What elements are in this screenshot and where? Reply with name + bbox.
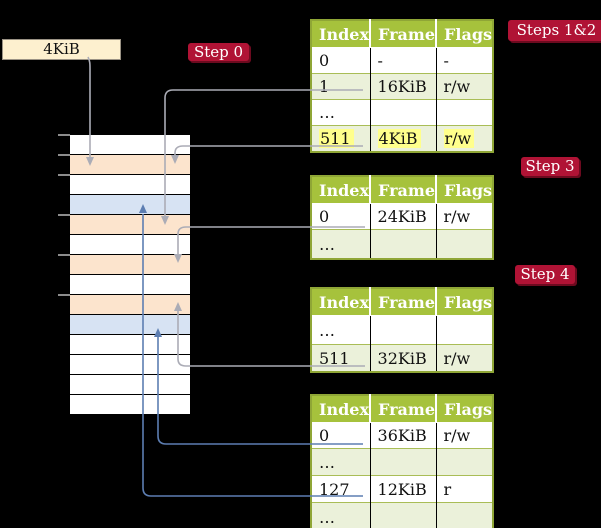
pte-flags-cell: - bbox=[435, 47, 494, 74]
pte-frame-cell bbox=[369, 448, 437, 476]
column-header-index: Index bbox=[311, 395, 371, 423]
column-header-frame: Frame bbox=[369, 288, 437, 316]
memory-frame-row-peach bbox=[70, 255, 190, 275]
column-header-flags: Flags bbox=[435, 20, 494, 48]
column-header-index: Index bbox=[311, 176, 371, 204]
pte-frame-cell: - bbox=[369, 47, 437, 74]
pte-flags-cell bbox=[435, 229, 494, 259]
pte-index-cell: … bbox=[311, 99, 371, 126]
pte-frame-cell bbox=[369, 315, 437, 345]
memory-frame-row-white bbox=[70, 395, 190, 415]
column-header-frame: Frame bbox=[369, 20, 437, 48]
pte-row: … bbox=[311, 448, 494, 476]
column-header-flags: Flags bbox=[435, 288, 494, 316]
badge-step-3: Step 3 bbox=[521, 157, 579, 176]
column-header-frame: Frame bbox=[369, 395, 437, 423]
pte-flags-cell bbox=[435, 315, 494, 345]
badge-step-4: Step 4 bbox=[515, 265, 575, 284]
pte-flags-cell bbox=[435, 99, 494, 126]
memory-frame-row-white bbox=[70, 175, 190, 195]
pte-flags-cell bbox=[435, 448, 494, 476]
memory-tick bbox=[58, 214, 70, 216]
memory-frame-row-peach bbox=[70, 295, 190, 315]
memory-frame-row-white bbox=[70, 275, 190, 295]
highlighted-value: 511 bbox=[319, 129, 354, 148]
physical-memory-column bbox=[70, 134, 190, 415]
memory-tick bbox=[58, 154, 70, 156]
pte-row: 0-- bbox=[311, 47, 494, 74]
badge-steps-1-2: Steps 1&2 bbox=[508, 20, 601, 41]
pte-index-cell: 127 bbox=[311, 475, 371, 503]
pte-index-cell: … bbox=[311, 315, 371, 345]
memory-frame-row-white bbox=[70, 135, 190, 155]
memory-frame-row-white bbox=[70, 355, 190, 375]
pte-index-cell: … bbox=[311, 502, 371, 528]
memory-frame-row-peach bbox=[70, 215, 190, 235]
pte-row: … bbox=[311, 229, 494, 259]
pte-frame-cell: 36KiB bbox=[369, 422, 437, 449]
pte-row: … bbox=[311, 502, 494, 528]
pte-frame-cell: 12KiB bbox=[369, 475, 437, 503]
column-header-flags: Flags bbox=[435, 176, 494, 204]
pte-index-cell: 1 bbox=[311, 73, 371, 100]
highlighted-value: r/w bbox=[443, 129, 475, 148]
memory-frame-row-blue bbox=[70, 195, 190, 215]
pte-index-cell: … bbox=[311, 229, 371, 259]
column-header-flags: Flags bbox=[435, 395, 494, 423]
memory-frame-row-blue bbox=[70, 315, 190, 335]
pte-frame-cell: 4KiB bbox=[369, 125, 437, 152]
pte-flags-cell: r/w bbox=[435, 203, 494, 230]
memory-frame-row-white bbox=[70, 335, 190, 355]
pte-row: … bbox=[311, 315, 494, 345]
memory-frame-row-white bbox=[70, 235, 190, 255]
page-size-label: 4KiB bbox=[2, 39, 121, 60]
badge-step-0: Step 0 bbox=[188, 43, 249, 61]
pte-index-cell: 0 bbox=[311, 422, 371, 449]
pte-frame-cell: 16KiB bbox=[369, 73, 437, 100]
memory-tick bbox=[58, 174, 70, 176]
pte-index-cell: 511 bbox=[311, 125, 371, 152]
column-header-index: Index bbox=[311, 288, 371, 316]
memory-tick bbox=[58, 294, 70, 296]
highlighted-value: 4KiB bbox=[377, 129, 421, 148]
pte-flags-cell: r bbox=[435, 475, 494, 503]
column-header-frame: Frame bbox=[369, 176, 437, 204]
memory-frame-row-peach bbox=[70, 155, 190, 175]
pte-frame-cell bbox=[369, 229, 437, 259]
pte-flags-cell: r/w bbox=[435, 73, 494, 100]
pte-row: 511 4KiB r/w bbox=[311, 125, 494, 152]
memory-tick bbox=[58, 254, 70, 256]
pte-frame-cell bbox=[369, 502, 437, 528]
pte-index-cell: … bbox=[311, 448, 371, 476]
pte-frame-cell bbox=[369, 99, 437, 126]
pte-row: … bbox=[311, 99, 494, 126]
pte-frame-cell: 24KiB bbox=[369, 203, 437, 230]
pte-flags-cell bbox=[435, 502, 494, 528]
pte-index-cell: 0 bbox=[311, 203, 371, 230]
pte-flags-cell: r/w bbox=[435, 125, 494, 152]
pte-flags-cell: r/w bbox=[435, 422, 494, 449]
pte-flags-cell: r/w bbox=[435, 344, 494, 372]
memory-frame-row-white bbox=[70, 375, 190, 395]
pte-frame-cell: 32KiB bbox=[369, 344, 437, 372]
pte-index-cell: 0 bbox=[311, 47, 371, 74]
pte-index-cell: 511 bbox=[311, 344, 371, 372]
column-header-index: Index bbox=[311, 20, 371, 48]
memory-tick bbox=[58, 134, 70, 136]
